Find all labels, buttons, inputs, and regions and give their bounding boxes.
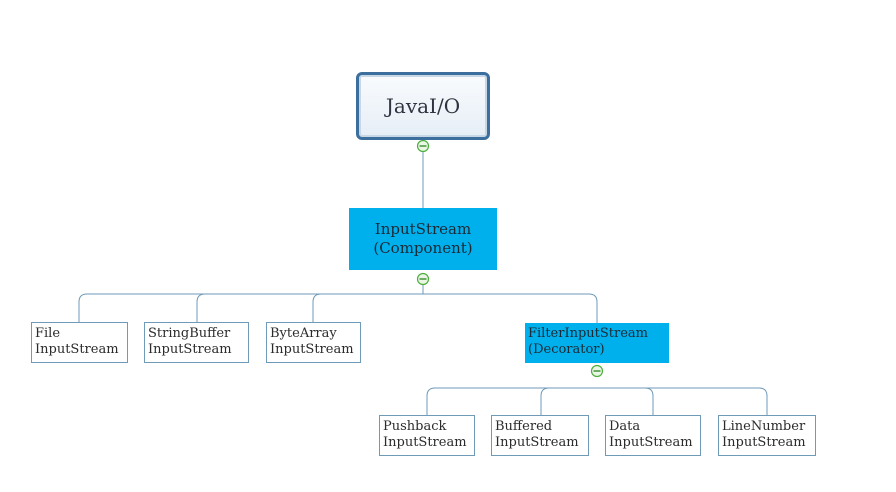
subtopic-line2: InputStream [495,435,579,451]
decorator-topic[interactable]: FilterInputStream (Decorator) [525,323,669,363]
subtopic-buffered-inputstream[interactable]: Buffered InputStream [491,415,589,456]
connector-child-2 [196,293,206,322]
subtopic-line2: InputStream [722,435,806,451]
subtopic-line1: Pushback [383,419,447,434]
subtopic-line2: InputStream [148,342,232,358]
subtopic-pushback-inputstream[interactable]: Pushback InputStream [379,415,475,456]
subtopic-line1: File [35,326,61,341]
subtopic-linenumber-inputstream[interactable]: LineNumber InputStream [718,415,816,456]
subtopic-line2: InputStream [35,342,119,358]
decorator-topic-line2: (Decorator) [528,342,605,358]
subtopic-file-inputstream[interactable]: File InputStream [31,322,128,363]
subtopic-line1: Buffered [495,419,553,434]
subtopic-data-inputstream[interactable]: Data InputStream [605,415,701,456]
collapse-icon[interactable] [590,364,604,378]
subtopic-bytearray-inputstream[interactable]: ByteArray InputStream [266,322,361,363]
collapse-icon[interactable] [416,272,430,286]
component-topic-line2: (Component) [373,239,473,257]
connector-child-3 [312,293,322,322]
subtopic-line2: InputStream [609,435,693,451]
root-topic[interactable]: JavaI/O [356,72,490,140]
subtopic-line1: Data [609,419,641,434]
root-topic-label: JavaI/O [385,93,461,118]
connector-decorator-child-3 [644,387,654,415]
subtopic-line1: LineNumber [722,419,806,434]
collapse-icon[interactable] [416,139,430,153]
connector-component-bus [78,293,598,323]
component-topic[interactable]: InputStream (Component) [349,208,497,270]
connector-decorator-bus [426,387,768,415]
decorator-topic-line1: FilterInputStream [528,326,649,341]
connector-decorator-child-2 [540,387,550,415]
component-topic-line1: InputStream [374,220,472,239]
subtopic-line1: ByteArray [270,326,337,341]
subtopic-line1: StringBuffer [148,326,231,341]
subtopic-line2: InputStream [383,435,467,451]
subtopic-line2: InputStream [270,342,354,358]
subtopic-stringbuffer-inputstream[interactable]: StringBuffer InputStream [144,322,249,363]
